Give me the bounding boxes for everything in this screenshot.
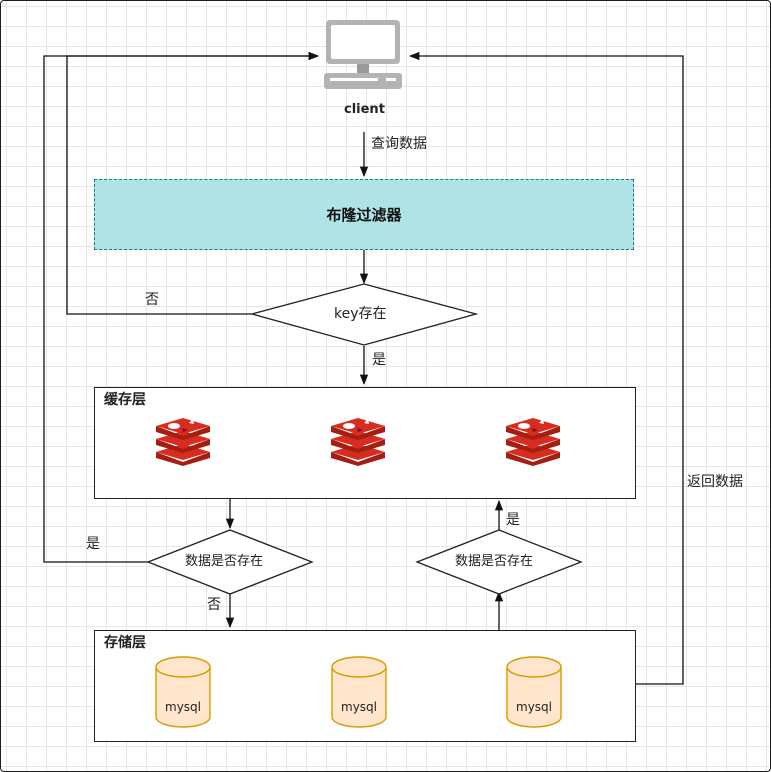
edge-label-query: 查询数据 [371,136,427,152]
cache-layer-title: 缓存层 [104,392,146,408]
decision-key-exists-label: key存在 [334,306,387,322]
edge-label-return: 返回数据 [687,474,743,490]
edge-label-left-yes: 是 [86,536,100,552]
decision-left-shape [146,529,314,595]
edge-left-yes [43,51,320,563]
edge-label-key-no: 否 [145,292,159,308]
db-label: mysql [165,700,201,714]
decision-right-shape [415,529,583,595]
bloom-filter-box: 布隆过滤器 [94,179,634,250]
redis-icon [331,418,385,466]
storage-layer-title: 存储层 [104,635,146,651]
edge-return [408,51,684,685]
redis-icon [156,418,210,466]
computer-icon [324,20,402,89]
edge-label-left-no: 否 [207,597,221,613]
db-label: mysql [516,700,552,714]
database-icon [155,656,211,728]
decision-left-label: 数据是否存在 [185,554,264,569]
db-label: mysql [341,700,377,714]
decision-right-label: 数据是否存在 [455,554,534,569]
database-icon [331,656,387,728]
edge-label-right-yes: 是 [506,512,520,528]
decision-key-exists-shape [249,283,479,346]
bloom-filter-label: 布隆过滤器 [326,206,402,224]
client-label: client [344,102,385,117]
database-icon [506,656,562,728]
edge-label-key-yes: 是 [372,352,386,368]
redis-icon [506,418,560,466]
